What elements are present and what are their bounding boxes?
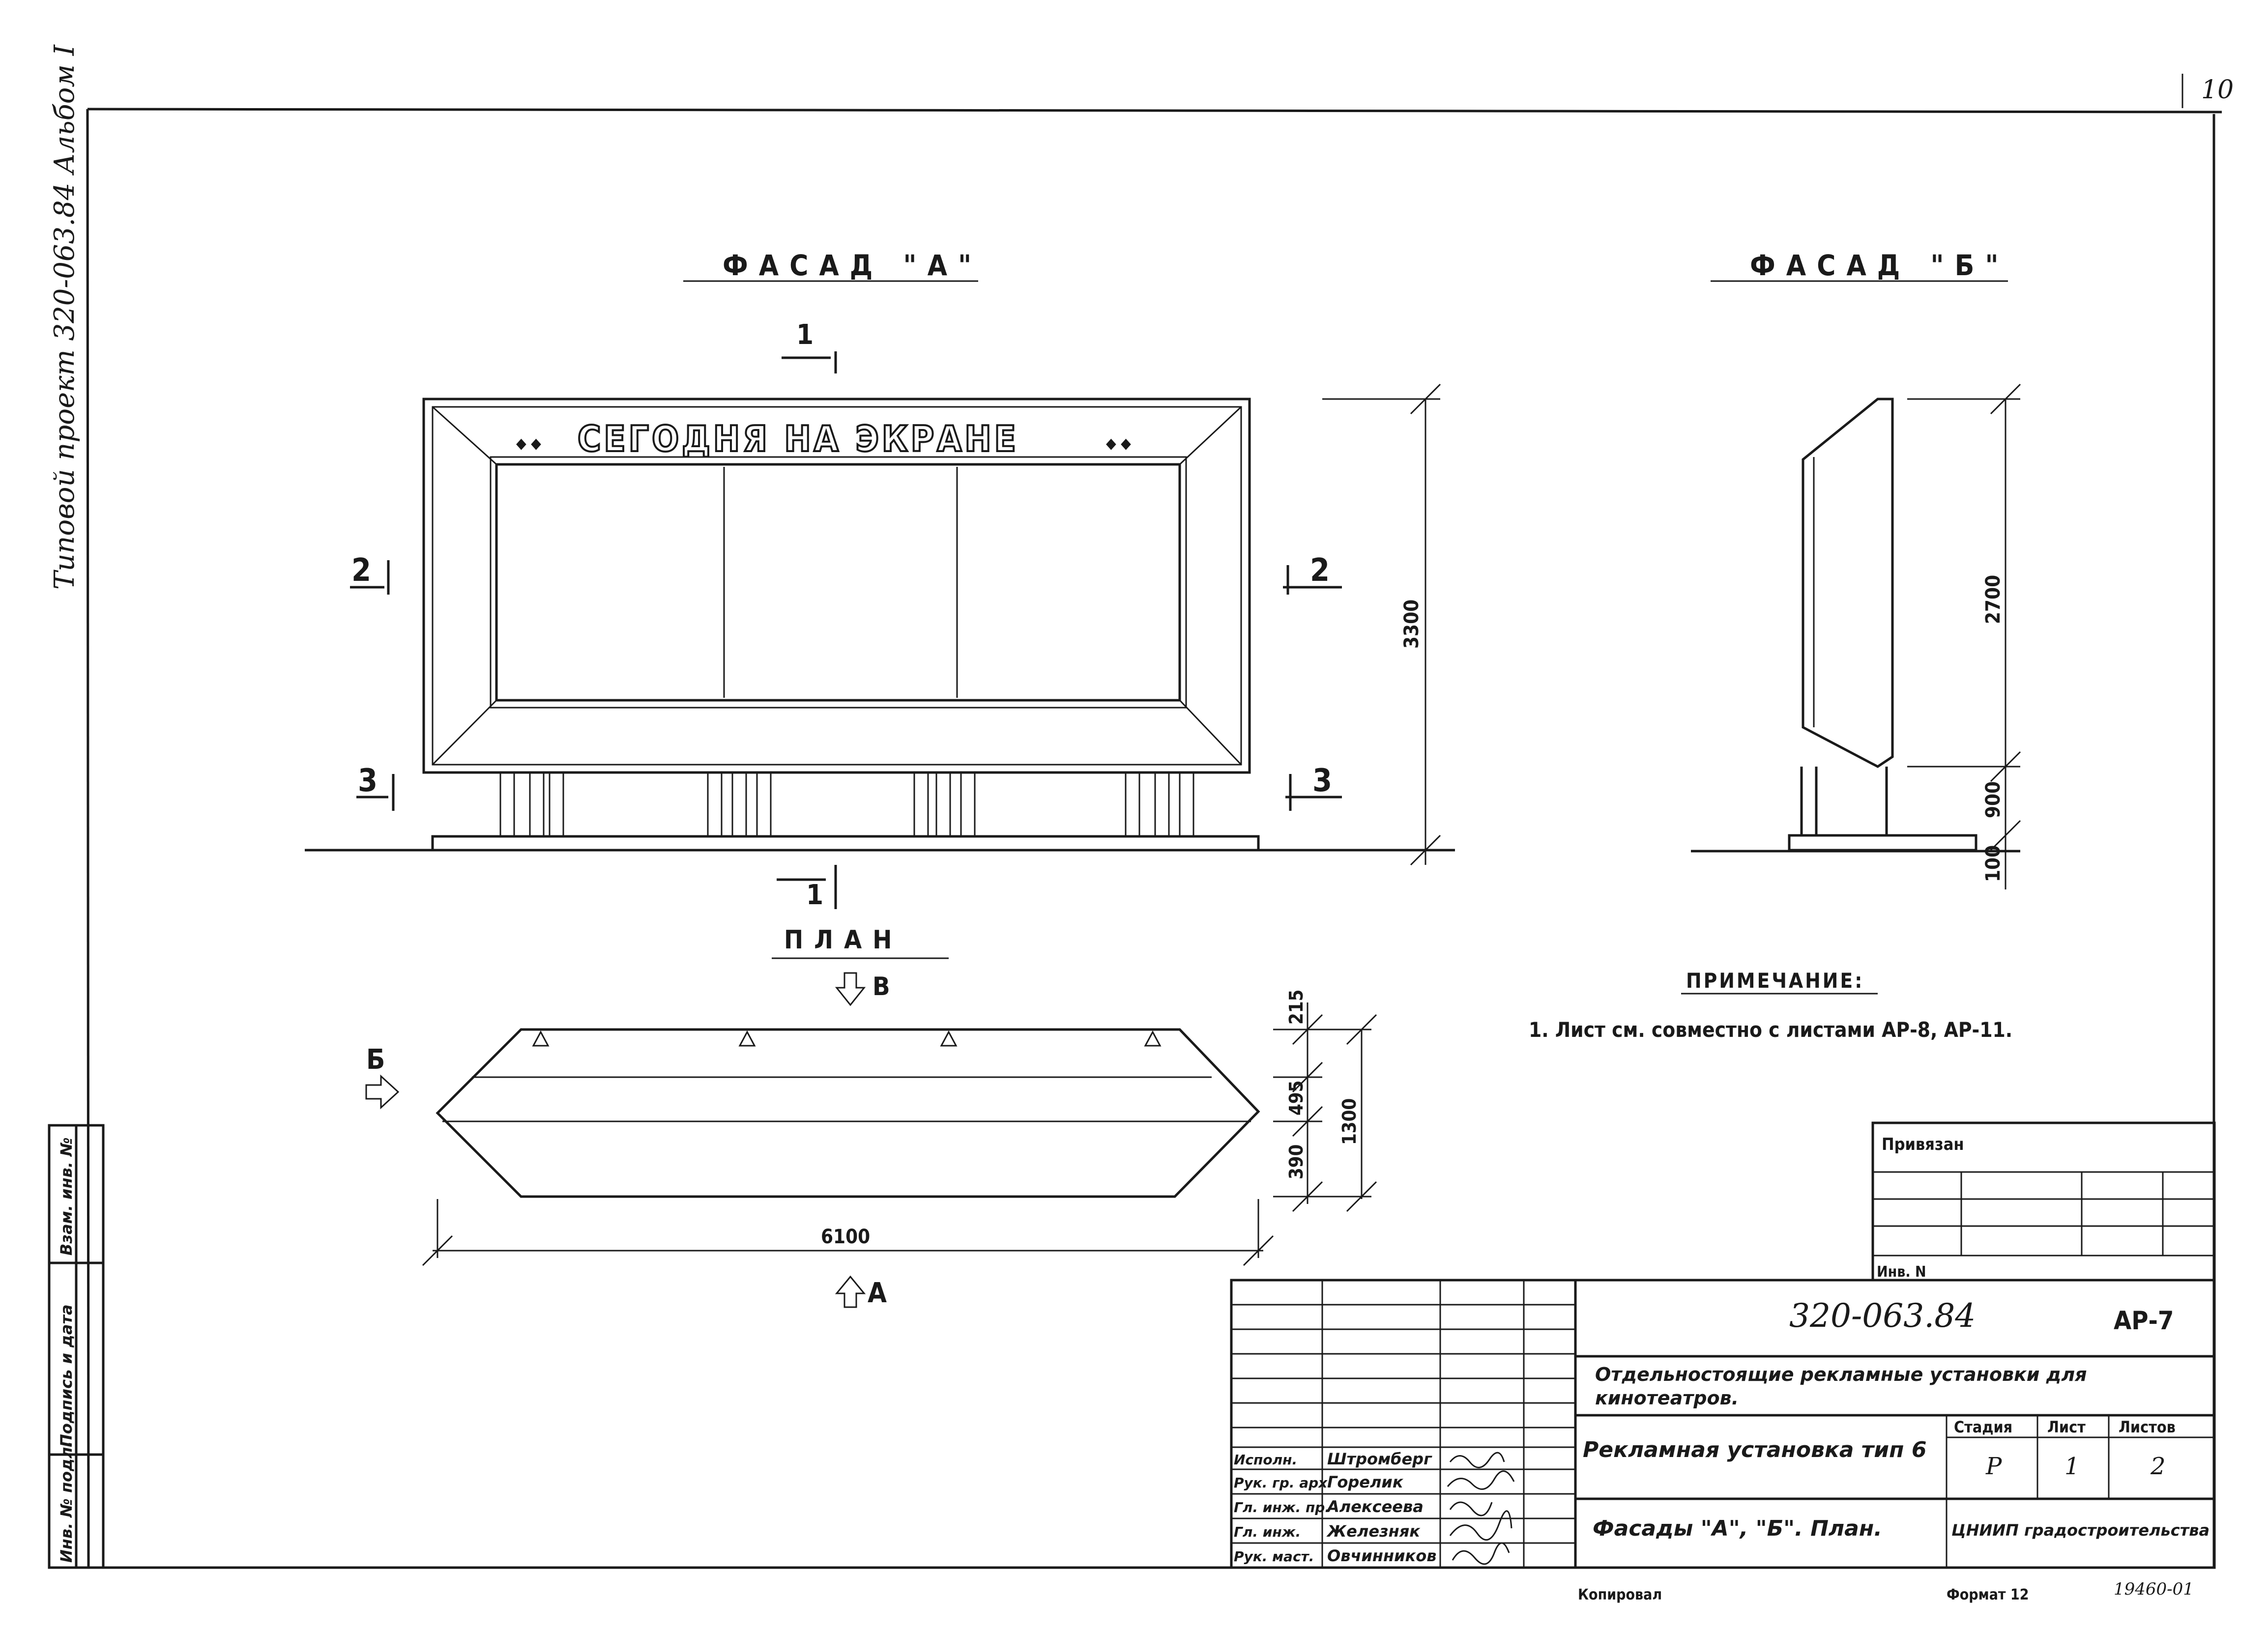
stage-value: Р <box>1985 1453 2002 1480</box>
left-stamp-col-1: Инв. № подл. <box>57 1441 76 1563</box>
arrow-a-label: А <box>868 1277 887 1309</box>
stage-label: Стадия <box>1954 1418 2012 1436</box>
section-3-right: 3 <box>1312 763 1332 799</box>
plan-dim-215: 215 <box>1285 990 1307 1025</box>
left-stamp-col-2: Подпись и дата <box>57 1304 76 1447</box>
role-name: Горелик <box>1327 1473 1404 1491</box>
left-stamp-col-3: Взам. инв. № <box>57 1137 76 1256</box>
section-2-left: 2 <box>351 552 371 589</box>
plan-dim-total: 1300 <box>1338 1098 1360 1145</box>
sign-text: СЕГОДНЯ НА ЭКРАНЕ <box>578 418 1019 459</box>
arrow-v-label: В <box>872 972 890 1001</box>
facade-b: ФАСАД "Б" 2700 900 100 <box>1691 249 2021 889</box>
project-title-line-1: Отдельностоящие рекламные установки для <box>1595 1364 2087 1385</box>
note-heading: ПРИМЕЧАНИЕ: <box>1686 969 1864 993</box>
facade-b-base-dim: 100 <box>1982 845 2005 882</box>
facade-a-title: ФАСАД "А" <box>723 249 982 282</box>
section-2-right: 2 <box>1310 552 1330 589</box>
role-label: Рук. маст. <box>1234 1548 1314 1565</box>
facade-a-height: 3300 <box>1400 600 1423 649</box>
note-line-1: 1. Лист см. совместно с листами АР-8, АР… <box>1529 1018 2012 1042</box>
binding-label: Привязан <box>1882 1135 1964 1154</box>
role-name: Овчинников <box>1327 1546 1436 1565</box>
role-label: Гл. инж. пр. <box>1234 1499 1330 1516</box>
facade-b-panel-dim: 2700 <box>1982 575 2005 624</box>
copied-label: Копировал <box>1578 1586 1662 1603</box>
svg-text:◆ ◆: ◆ ◆ <box>516 435 541 452</box>
project-title-line-2: кинотеатров. <box>1595 1387 1739 1409</box>
plan-dim-390: 390 <box>1285 1144 1307 1179</box>
section-3-left: 3 <box>358 763 378 799</box>
plan: ПЛАН Б В А 6100 215 <box>365 925 1377 1309</box>
role-label: Рук. гр. арх. <box>1234 1475 1333 1491</box>
role-label: Исполн. <box>1234 1452 1297 1468</box>
format-label: Формат 12 <box>1947 1586 2029 1603</box>
plan-width-dim: 6100 <box>821 1226 870 1248</box>
drawing-title: Рекламная установка тип 6 <box>1583 1437 1926 1462</box>
role-name: Алексеева <box>1326 1497 1424 1516</box>
views-title: Фасады "А", "Б". План. <box>1593 1516 1882 1541</box>
sheets-label: Листов <box>2119 1418 2176 1436</box>
plan-title: ПЛАН <box>784 925 902 955</box>
facade-b-title: ФАСАД "Б" <box>1750 249 2009 282</box>
facade-b-post-dim: 900 <box>1982 781 2005 818</box>
drawing-code: 320-063.84 <box>1789 1297 1976 1335</box>
section-1-top: 1 <box>796 319 814 351</box>
signatures <box>1447 1452 1515 1565</box>
facade-a: ФАСАД "А" ◆ ◆ ◆ ◆ СЕГОДНЯ НА ЭКРАНЕ <box>305 249 1455 911</box>
title-block: 320-063.84 АР-7 Отдельностоящие рекламны… <box>1230 1279 2216 1569</box>
plan-dim-495: 495 <box>1285 1081 1307 1115</box>
sheet-label: Лист <box>2047 1418 2086 1436</box>
role-name: Железняк <box>1326 1522 1421 1541</box>
side-stamp: Типовой проект 320-063.84 Альбом I <box>49 44 81 590</box>
sheet-value: 1 <box>2064 1453 2080 1480</box>
note: ПРИМЕЧАНИЕ: 1. Лист см. совместно с лист… <box>1529 969 2012 1042</box>
binding-table: Привязан Инв. N <box>1871 1121 2216 1282</box>
sheet-number: 10 <box>2201 75 2234 105</box>
sheet-code: АР-7 <box>2114 1306 2174 1336</box>
role-name: Штромберг <box>1327 1450 1432 1468</box>
section-1-bottom: 1 <box>806 879 823 911</box>
sheets-value: 2 <box>2150 1453 2166 1480</box>
organization: ЦНИИП градостроительства <box>1951 1521 2210 1540</box>
role-label: Гл. инж. <box>1234 1524 1301 1540</box>
left-stamp: Инв. № подл. Подпись и дата Взам. инв. № <box>48 1124 105 1569</box>
svg-text:◆ ◆: ◆ ◆ <box>1106 435 1131 452</box>
binding-inv-label: Инв. N <box>1877 1263 1926 1281</box>
archive-number: 19460-01 <box>2114 1579 2194 1599</box>
arrow-b-label: Б <box>366 1044 385 1076</box>
